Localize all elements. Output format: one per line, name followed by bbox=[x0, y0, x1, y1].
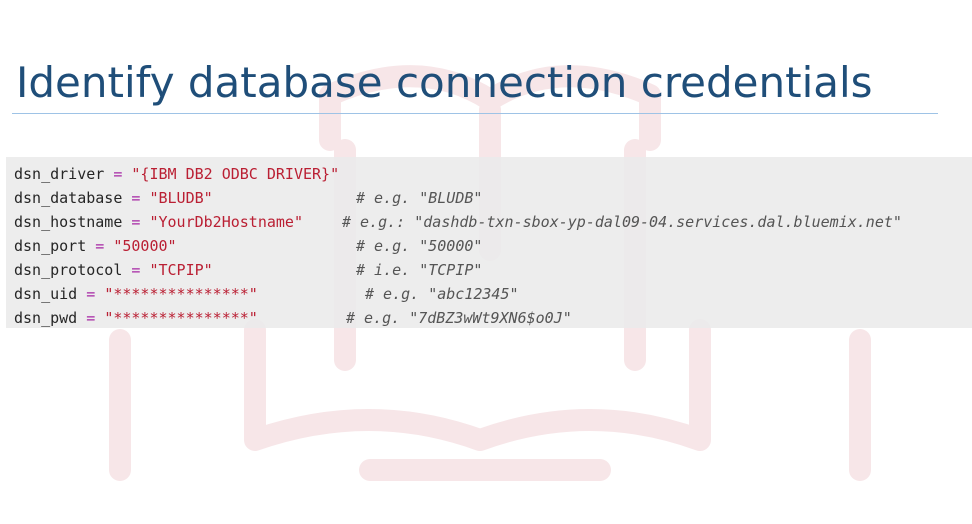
variable-name: dsn_protocol bbox=[14, 261, 123, 279]
title-underline bbox=[12, 113, 938, 114]
code-line-dsn-hostname: dsn_hostname = "YourDb2Hostname" # e.g.: … bbox=[14, 210, 902, 234]
string-value: "TCPIP" bbox=[149, 261, 213, 279]
assignment-operator: = bbox=[95, 237, 105, 255]
code-line-dsn-pwd: dsn_pwd = "***************" # e.g. "7dBZ3… bbox=[14, 306, 572, 330]
assignment-operator: = bbox=[113, 165, 123, 183]
code-comment: # e.g. "BLUDB" bbox=[356, 189, 483, 207]
string-value: "BLUDB" bbox=[149, 189, 213, 207]
assignment-operator: = bbox=[131, 261, 141, 279]
string-value: "{IBM DB2 ODBC DRIVER}" bbox=[131, 165, 340, 183]
string-value: "50000" bbox=[113, 237, 177, 255]
string-value: "YourDb2Hostname" bbox=[149, 213, 303, 231]
slide-title: Identify database connection credentials bbox=[16, 58, 873, 107]
code-comment: # i.e. "TCPIP" bbox=[356, 261, 483, 279]
variable-name: dsn_driver bbox=[14, 165, 105, 183]
code-comment: # e.g. "50000" bbox=[356, 237, 483, 255]
variable-name: dsn_pwd bbox=[14, 309, 78, 327]
code-block: dsn_driver = "{IBM DB2 ODBC DRIVER}" dsn… bbox=[6, 157, 972, 328]
code-comment: # e.g. "7dBZ3wWt9XN6$o0J" bbox=[346, 309, 572, 327]
code-line-dsn-uid: dsn_uid = "***************" # e.g. "abc12… bbox=[14, 282, 519, 306]
variable-name: dsn_database bbox=[14, 189, 123, 207]
assignment-operator: = bbox=[86, 285, 96, 303]
assignment-operator: = bbox=[131, 213, 141, 231]
code-comment: # e.g.: "dashdb-txn-sbox-yp-dal09-04.ser… bbox=[342, 213, 902, 231]
code-line-dsn-port: dsn_port = "50000" # e.g. "50000" bbox=[14, 234, 482, 258]
code-line-dsn-database: dsn_database = "BLUDB" # e.g. "BLUDB" bbox=[14, 186, 482, 210]
code-comment: # e.g. "abc12345" bbox=[365, 285, 519, 303]
string-value: "***************" bbox=[104, 285, 258, 303]
assignment-operator: = bbox=[86, 309, 96, 327]
variable-name: dsn_port bbox=[14, 237, 87, 255]
code-line-dsn-protocol: dsn_protocol = "TCPIP" # i.e. "TCPIP" bbox=[14, 258, 482, 282]
variable-name: dsn_hostname bbox=[14, 213, 123, 231]
assignment-operator: = bbox=[131, 189, 141, 207]
variable-name: dsn_uid bbox=[14, 285, 78, 303]
code-lines: dsn_driver = "{IBM DB2 ODBC DRIVER}" dsn… bbox=[14, 162, 902, 330]
code-line-dsn-driver: dsn_driver = "{IBM DB2 ODBC DRIVER}" bbox=[14, 162, 339, 186]
string-value: "***************" bbox=[104, 309, 258, 327]
